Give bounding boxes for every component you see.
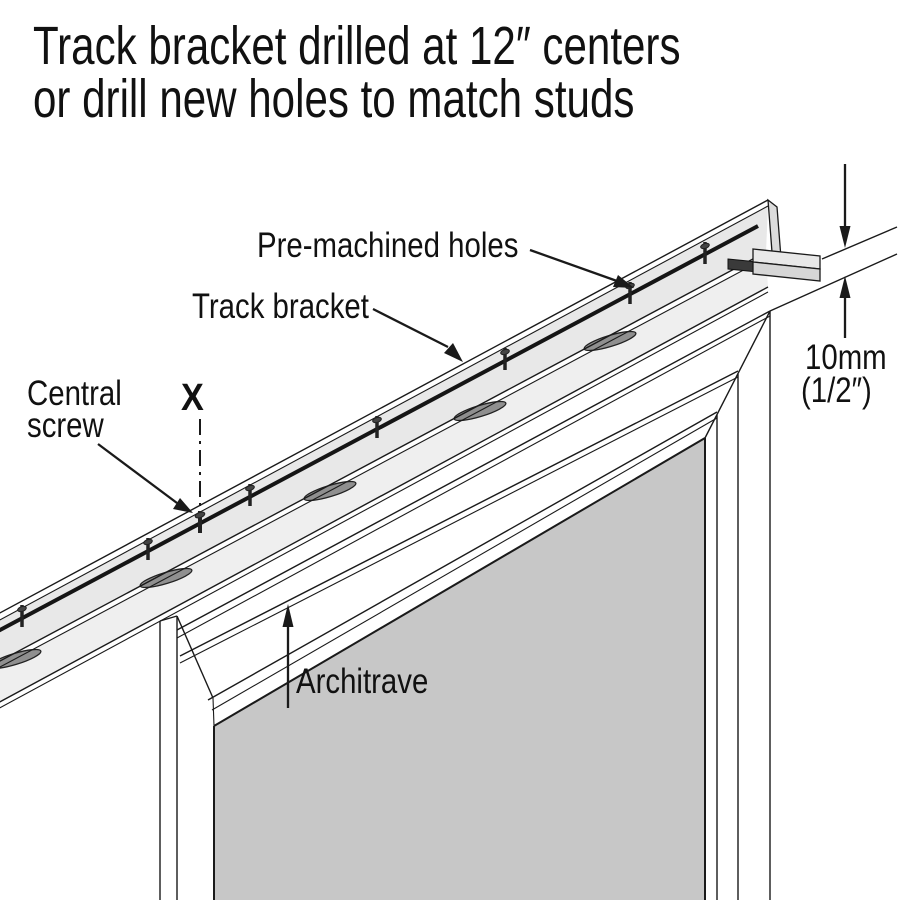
track-plate-bottom-inner (0, 257, 767, 668)
track-shelf-front-edge (0, 286, 769, 703)
label-dimension-mm: 10mm (805, 338, 887, 377)
pre-machined-arrowhead (613, 275, 634, 288)
architrave-front-edge (179, 370, 739, 657)
label-architrave: Architrave (296, 662, 428, 701)
left-jamb-chamfer-foot (212, 697, 215, 727)
label-dimension-inch: (1/2″) (801, 371, 872, 410)
screw (245, 484, 255, 506)
fixing-slot (0, 224, 759, 633)
diagram-title-line1: Track bracket drilled at 12″ centers (33, 16, 681, 76)
left-jamb-chamfer (176, 615, 214, 699)
dim-lower-surface-line (769, 253, 898, 312)
screw (500, 348, 510, 370)
architrave-front-edge-inner (179, 376, 739, 664)
text-layer: Track bracket drilled at 12″ centers or … (27, 16, 887, 701)
central-screw-leader (97, 443, 178, 504)
door-panel (214, 438, 705, 900)
screw (700, 242, 710, 264)
label-central-screw-line1: Central (27, 374, 122, 413)
label-track-bracket: Track bracket (192, 287, 369, 326)
callouts (97, 248, 634, 708)
label-pre-machined-holes: Pre-machined holes (257, 226, 518, 265)
track-back-plate (0, 206, 768, 661)
track-lip (0, 287, 768, 708)
label-central-screw-line2: screw (27, 406, 104, 445)
track-shelf-front-lower (0, 291, 769, 709)
diagram-title-line2: or drill new holes to match studs (33, 69, 634, 129)
screw (143, 538, 153, 560)
track-top-edge (0, 199, 769, 614)
track-plate-bottom (0, 251, 767, 662)
dim-arrow-lower-head (839, 276, 851, 298)
architrave-arrowhead (282, 604, 294, 627)
dimension-10mm (769, 164, 898, 338)
track-bracket-leader (372, 307, 449, 349)
label-position-x: X (181, 375, 204, 418)
track-end-cap (727, 198, 821, 282)
architrave-step-edge-inner (211, 417, 718, 711)
door-panel-top-edge (213, 437, 706, 727)
track-shelf (0, 258, 768, 702)
central-screw-arrowhead (173, 498, 193, 513)
central-screw (194, 511, 206, 533)
screw (372, 416, 382, 438)
dim-arrow-upper-head (839, 226, 851, 248)
door-frame-drawing (159, 310, 771, 900)
architrave-top-edge-inner (176, 315, 771, 639)
end-tab-front (752, 261, 821, 282)
screw (17, 605, 27, 627)
architrave-top-edge (176, 310, 771, 631)
left-jamb-cap (159, 615, 178, 622)
pre-machined-leader (529, 248, 618, 283)
track-bracket-arrowhead (444, 343, 463, 362)
track-top-edge-inner (0, 205, 769, 621)
architrave-step-edge (207, 411, 718, 701)
track-bracket-drawing (0, 198, 821, 709)
dim-upper-surface-line (821, 226, 898, 260)
